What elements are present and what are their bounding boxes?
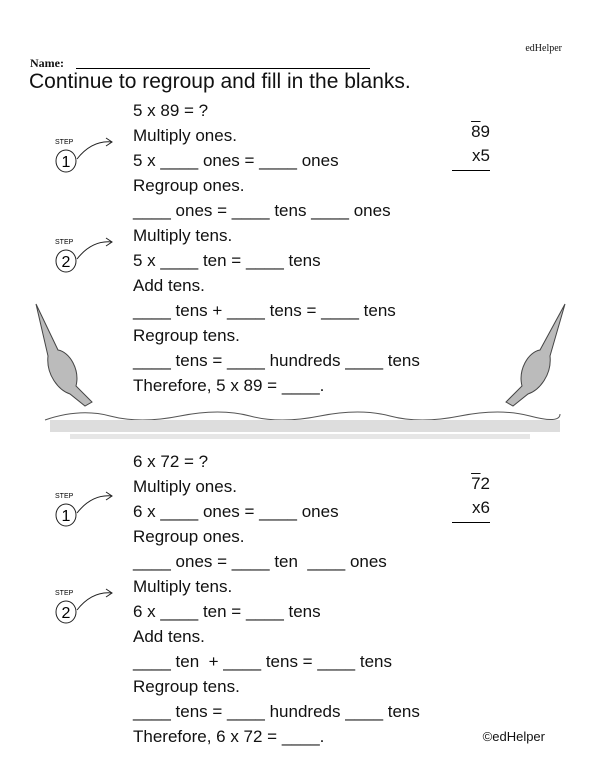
- problem-line[interactable]: ____ tens = ____ hundreds ____ tens: [133, 351, 420, 370]
- page-title: Continue to regroup and fill in the blan…: [29, 70, 411, 93]
- problem-line[interactable]: 5 x ____ ten = ____ tens: [133, 251, 321, 270]
- vertical-multiplication: 89 x5: [450, 120, 490, 168]
- carry-digit: 8: [471, 122, 481, 141]
- answer-line[interactable]: [452, 170, 490, 171]
- problem-line[interactable]: ____ tens + ____ tens = ____ tens: [133, 301, 396, 320]
- problem-line[interactable]: ____ ones = ____ ten ____ ones: [133, 552, 387, 571]
- problem-line: Regroup tens.: [133, 677, 240, 696]
- svg-text:2: 2: [62, 605, 71, 622]
- problem-line: Regroup ones.: [133, 176, 245, 195]
- problem-line[interactable]: 5 x ____ ones = ____ ones: [133, 151, 339, 170]
- step-label: STEP: [55, 239, 74, 246]
- problem-line: Multiply ones.: [133, 126, 237, 145]
- problem-statement: 6 x 72 = ?: [133, 452, 209, 471]
- copyright-label: ©edHelper: [482, 729, 545, 744]
- problem-line[interactable]: ____ tens = ____ hundreds ____ tens: [133, 702, 420, 721]
- step-1-icon: STEP 1: [52, 488, 122, 538]
- problem-line: Multiply ones.: [133, 477, 237, 496]
- problem-line: Regroup tens.: [133, 326, 240, 345]
- ones-digit: 2: [480, 474, 490, 493]
- name-field[interactable]: [76, 68, 370, 69]
- step-2-icon: STEP 2: [52, 234, 122, 284]
- step-label: STEP: [55, 493, 74, 500]
- left-fish-icon: [35, 303, 93, 407]
- svg-text:1: 1: [62, 508, 71, 525]
- problem-line: Multiply tens.: [133, 577, 233, 596]
- svg-text:1: 1: [62, 154, 71, 171]
- problem-line[interactable]: ____ ones = ____ tens ____ ones: [133, 201, 391, 220]
- fish-water-illustration: [35, 303, 566, 439]
- problem-line: Multiply tens.: [133, 226, 233, 245]
- carry-digit: 7: [471, 474, 481, 493]
- ones-digit: 9: [480, 122, 490, 141]
- svg-text:2: 2: [62, 254, 71, 271]
- problem-statement: 5 x 89 = ?: [133, 101, 209, 120]
- step-2-icon: STEP 2: [52, 585, 122, 635]
- problem-line[interactable]: Therefore, 5 x 89 = ____.: [133, 376, 325, 395]
- problem-line[interactable]: ____ ten + ____ tens = ____ tens: [133, 652, 392, 671]
- problem-line: Add tens.: [133, 627, 205, 646]
- problem-line[interactable]: Therefore, 6 x 72 = ____.: [133, 727, 325, 746]
- problem-line[interactable]: 6 x ____ ones = ____ ones: [133, 502, 339, 521]
- step-label: STEP: [55, 139, 74, 146]
- multiplier: x6: [472, 498, 490, 517]
- problem-line: Regroup ones.: [133, 527, 245, 546]
- name-label: Name:: [30, 56, 64, 70]
- answer-line[interactable]: [452, 522, 490, 523]
- problem-line: Add tens.: [133, 276, 205, 295]
- problem-line[interactable]: 6 x ____ ten = ____ tens: [133, 602, 321, 621]
- right-fish-icon: [505, 303, 566, 407]
- water-waves-icon: [44, 411, 561, 439]
- multiplier: x5: [472, 146, 490, 165]
- brand-label: edHelper: [525, 43, 562, 54]
- step-1-icon: STEP 1: [52, 134, 122, 184]
- vertical-multiplication: 72 x6: [450, 472, 490, 520]
- step-label: STEP: [55, 590, 74, 597]
